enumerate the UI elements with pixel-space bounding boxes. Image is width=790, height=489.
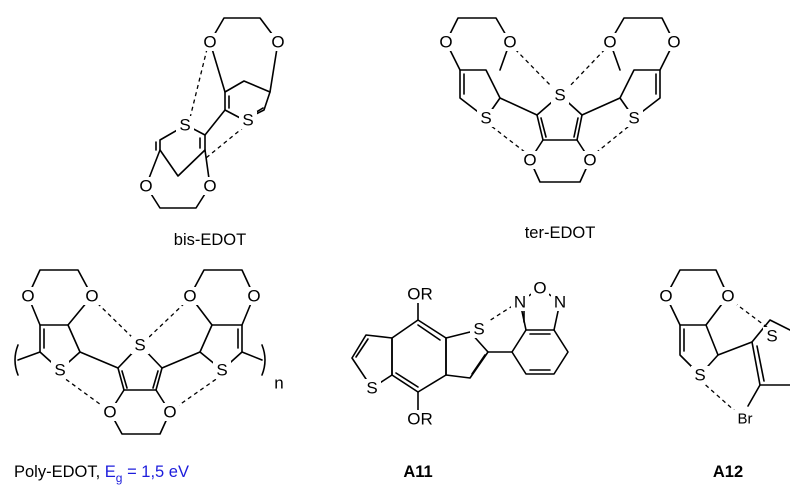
atom-o: O xyxy=(503,33,516,52)
or-top: OR xyxy=(407,285,433,304)
atom-o: O xyxy=(247,287,260,306)
atom-o: O xyxy=(533,279,546,298)
atom-o: O xyxy=(667,33,680,52)
atom-o: O xyxy=(103,403,116,422)
ter-edot-structure: O O O O S S S O O xyxy=(437,17,683,183)
bis-edot-label: bis-EDOT xyxy=(174,231,246,249)
a12-label: A12 xyxy=(713,463,743,481)
atom-o: O xyxy=(183,287,196,306)
atom-o: O xyxy=(85,287,98,306)
repeat-index: n xyxy=(274,374,283,393)
atom-o: O xyxy=(583,151,596,170)
atom-s: S xyxy=(480,109,491,128)
atom-o: O xyxy=(21,287,34,306)
or-bottom: OR xyxy=(407,410,433,429)
poly-edot-label: Poly-EDOT, Eg = 1,5 eV xyxy=(14,463,189,485)
atom-n: N xyxy=(514,293,526,312)
a11-structure: OR OR S S N O N xyxy=(351,279,569,429)
a12-structure: O O S S Br xyxy=(657,269,790,428)
atom-s: S xyxy=(242,111,253,130)
atom-s: S xyxy=(54,361,65,380)
atom-s: S xyxy=(179,116,190,135)
atom-o: O xyxy=(721,287,734,306)
atom-n: N xyxy=(554,293,566,312)
atom-s: S xyxy=(366,379,377,398)
atom-s: S xyxy=(134,336,145,355)
atom-s: S xyxy=(216,361,227,380)
atom-o: O xyxy=(163,403,176,422)
atom-o: O xyxy=(523,151,536,170)
a11-label: A11 xyxy=(403,463,432,481)
atom-s: S xyxy=(473,320,484,339)
atom-s: S xyxy=(628,109,639,128)
atom-s: S xyxy=(694,366,705,385)
atom-o: O xyxy=(203,177,216,196)
bis-edot-structure: O O S S O O xyxy=(137,17,287,209)
atom-s: S xyxy=(766,327,777,346)
poly-edot-structure: O O O O S S S O O n xyxy=(14,269,284,435)
atom-o: O xyxy=(439,33,452,52)
atom-br: Br xyxy=(738,411,753,428)
atom-o: O xyxy=(271,33,284,52)
atom-o: O xyxy=(203,33,216,52)
ter-edot-label: ter-EDOT xyxy=(525,224,596,242)
atom-o: O xyxy=(603,33,616,52)
atom-o: O xyxy=(139,177,152,196)
atom-s: S xyxy=(554,86,565,105)
atom-o: O xyxy=(659,287,672,306)
